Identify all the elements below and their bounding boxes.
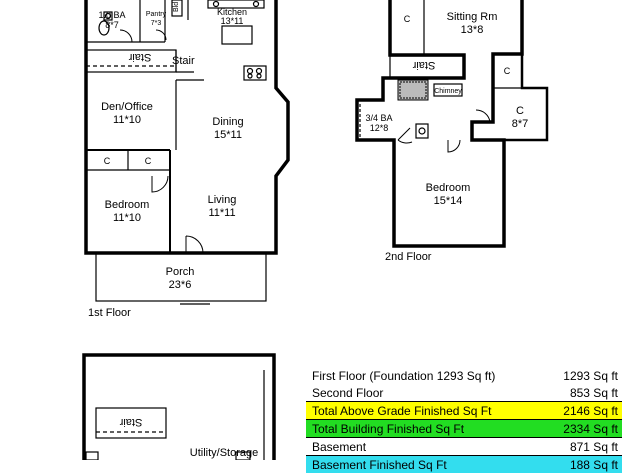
closet-2b: C — [504, 66, 511, 76]
stair-2-label: Stair — [412, 59, 435, 71]
sqft-row-label: Total Building Finished Sq Ft — [306, 420, 543, 438]
closet-2a: C — [404, 14, 411, 24]
stair-3-label: Stair — [119, 416, 142, 428]
bedroom-2-size: 15*14 — [434, 195, 463, 207]
sqft-row-label: Total Above Grade Finished Sq Ft — [306, 402, 543, 420]
living-door — [186, 236, 203, 253]
closet-2c-size: 8*7 — [512, 118, 529, 130]
closet-2-door — [476, 110, 490, 122]
living-name: Living — [208, 194, 237, 206]
basement: Stair — [84, 355, 274, 460]
closet-1a: C — [104, 156, 111, 166]
den-name: Den/Office — [101, 101, 153, 113]
sqft-row-label: Basement Finished Sq Ft — [306, 456, 543, 473]
stair-1-label: Stair — [128, 51, 151, 63]
bath-2-name: 3/4 BA — [365, 113, 392, 123]
bedroom-2-name: Bedroom — [426, 182, 471, 194]
living-size: 11*11 — [208, 207, 235, 219]
bedroom-door — [152, 176, 168, 192]
sitting-size: 13*8 — [461, 24, 484, 36]
bath-door — [120, 30, 132, 42]
sitting-name: Sitting Rm — [447, 11, 498, 23]
sqft-row-value: 871 Sq ft — [543, 438, 622, 456]
sqft-row-value: 188 Sq ft — [543, 456, 622, 473]
dining-size: 15*11 — [214, 129, 242, 141]
sqft-row-label: First Floor (Foundation 1293 Sq ft) — [306, 367, 543, 384]
first-floor: Bld Stair Stair — [86, 0, 288, 304]
bedroom-1-size: 11*10 — [113, 212, 141, 224]
den-size: 11*10 — [113, 114, 141, 126]
bath-1-name: 1.0 BA — [98, 10, 125, 20]
sqft-row-value: 2334 Sq ft — [543, 420, 622, 438]
first-floor-label: 1st Floor — [88, 307, 131, 319]
utility-name: Utility/Storage — [190, 447, 258, 459]
toilet-2 — [416, 124, 428, 138]
sqft-row-value: 1293 Sq ft — [543, 367, 622, 384]
kitchen-size: 13*11 — [221, 16, 244, 26]
pantry-size: 7*3 — [151, 20, 162, 27]
bedroom-2-door — [448, 140, 460, 152]
sqft-row-value: 853 Sq ft — [543, 384, 622, 402]
square-footage-table: First Floor (Foundation 1293 Sq ft)1293 … — [306, 367, 622, 473]
closet-1b: C — [145, 156, 152, 166]
bath-2-door — [398, 128, 412, 143]
chimney-label: Chimney — [434, 88, 462, 95]
sqft-row-value: 2146 Sq ft — [543, 402, 622, 420]
sqft-row-label: Second Floor — [306, 384, 543, 402]
bath-1-size: 8*7 — [105, 20, 119, 30]
porch-size: 23*6 — [169, 279, 192, 291]
kitchen-island — [222, 26, 252, 44]
built-in-label: Bld — [173, 2, 180, 12]
closet-2c: C — [516, 105, 524, 117]
pantry-name: Pantry — [146, 11, 167, 18]
bedroom-1-name: Bedroom — [105, 199, 150, 211]
sqft-row: First Floor (Foundation 1293 Sq ft)1293 … — [306, 367, 622, 384]
second-floor-label: 2nd Floor — [385, 251, 432, 263]
porch-name: Porch — [166, 266, 195, 278]
dining-name: Dining — [212, 116, 243, 128]
sqft-row-label: Basement — [306, 438, 543, 456]
bath-2-size: 12*8 — [370, 123, 389, 133]
chimney — [398, 80, 428, 100]
stove — [244, 66, 266, 80]
